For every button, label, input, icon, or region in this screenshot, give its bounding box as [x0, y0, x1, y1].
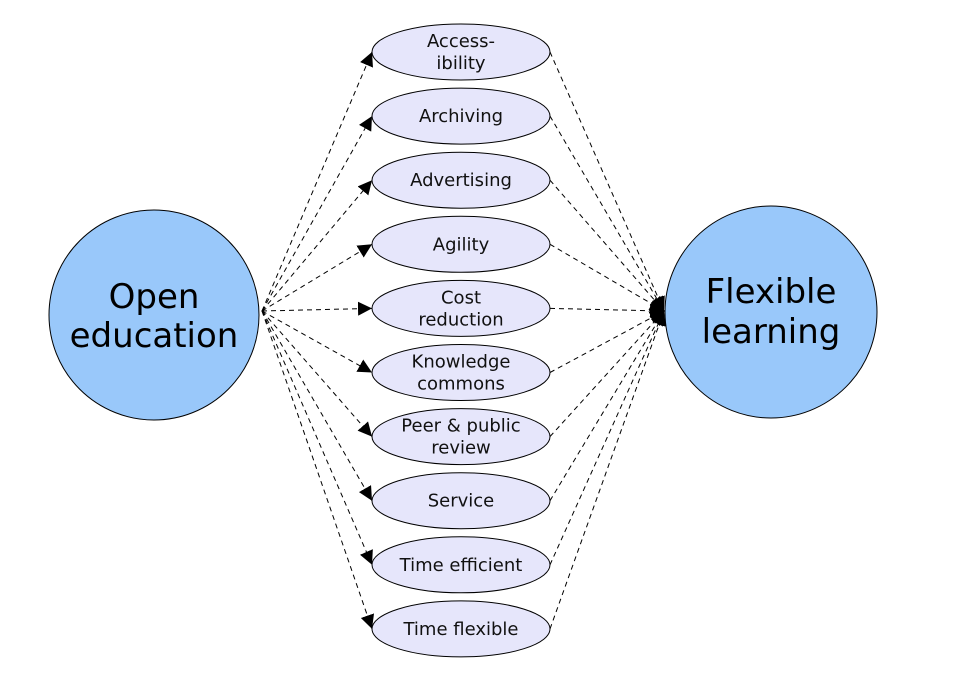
target-node-circle [664, 205, 878, 419]
factor-label-line-2: review [431, 438, 491, 459]
factor-label-line-1: Agility [433, 234, 490, 255]
factor-ellipse [371, 151, 551, 209]
factor-label-line-1: Service [428, 491, 495, 512]
edge-time-efficient-to-target [549, 310, 665, 566]
factor-ellipse [371, 344, 551, 401]
edge-peer-public-review-to-target [549, 310, 665, 437]
factor-label-line-1: Access- [427, 31, 495, 52]
factor-label-line-2: reduction [418, 309, 503, 330]
factor-ellipse [371, 472, 551, 530]
source-node-label-line-2: education [70, 316, 239, 356]
factor-ellipse [371, 215, 551, 273]
factor-label-line-1: Cost [441, 287, 481, 308]
factor-label-line-1: Time flexible [402, 619, 518, 640]
factor-label-line-2: ibility [436, 53, 485, 74]
edge-source-to-advertising [261, 179, 373, 312]
factor-label-line-2: commons [417, 374, 505, 395]
factor-ellipse [371, 408, 551, 466]
factor-node-archiving: Archiving [371, 87, 551, 145]
edge-source-to-archiving [261, 115, 373, 312]
factor-node-time-flexible: Time flexible [371, 600, 551, 658]
edge-archiving-to-target [549, 115, 665, 312]
source-node-circle [48, 209, 260, 421]
edge-source-to-peer-public-review [261, 310, 373, 437]
factor-ellipse [371, 279, 551, 337]
factor-label-line-1: Time efficient [399, 555, 523, 576]
factor-node-service: Service [371, 472, 551, 530]
source-node-open-education: Open education [48, 209, 260, 421]
edge-source-to-service [261, 310, 373, 501]
edge-source-to-agility [261, 243, 373, 312]
factor-ellipse [371, 536, 551, 594]
factor-node-time-efficient: Time efficient [371, 536, 551, 594]
factor-node-access-ibility: Access-ibility [371, 23, 551, 81]
factor-label-line-1: Advertising [410, 170, 512, 191]
factor-nodes: Access-ibilityArchivingAdvertisingAgilit… [371, 23, 551, 658]
target-node-flexible-learning: Flexible learning [664, 205, 878, 419]
factor-node-advertising: Advertising [371, 151, 551, 209]
edge-source-to-knowledge-commons [261, 310, 373, 373]
edge-source-to-access-ibility [261, 51, 373, 312]
edge-source-to-cost-reduction [261, 301, 373, 316]
factor-ellipse [371, 600, 551, 658]
factor-label-line-1: Knowledge [412, 352, 511, 373]
edge-source-to-time-efficient [261, 310, 373, 565]
factor-label-line-1: Archiving [419, 106, 503, 127]
source-node-label-line-1: Open [109, 277, 200, 317]
edge-access-ibility-to-target [549, 51, 665, 312]
factor-ellipse [371, 87, 551, 145]
target-node-label-line-1: Flexible [706, 272, 837, 312]
edge-advertising-to-target [549, 179, 665, 312]
factor-ellipse [371, 23, 551, 81]
target-node-label-line-2: learning [702, 312, 841, 352]
edges-factors-to-target [549, 51, 666, 630]
factor-node-agility: Agility [371, 215, 551, 273]
edge-agility-to-target [549, 243, 665, 312]
edges-source-to-factors [261, 51, 375, 630]
edge-time-flexible-to-target [549, 310, 666, 630]
edge-cost-reduction-to-target [549, 303, 665, 318]
factor-label-line-1: Peer & public [401, 416, 520, 437]
edge-source-to-time-flexible [261, 310, 375, 630]
edge-knowledge-commons-to-target [549, 310, 665, 373]
edge-service-to-target [549, 310, 665, 501]
